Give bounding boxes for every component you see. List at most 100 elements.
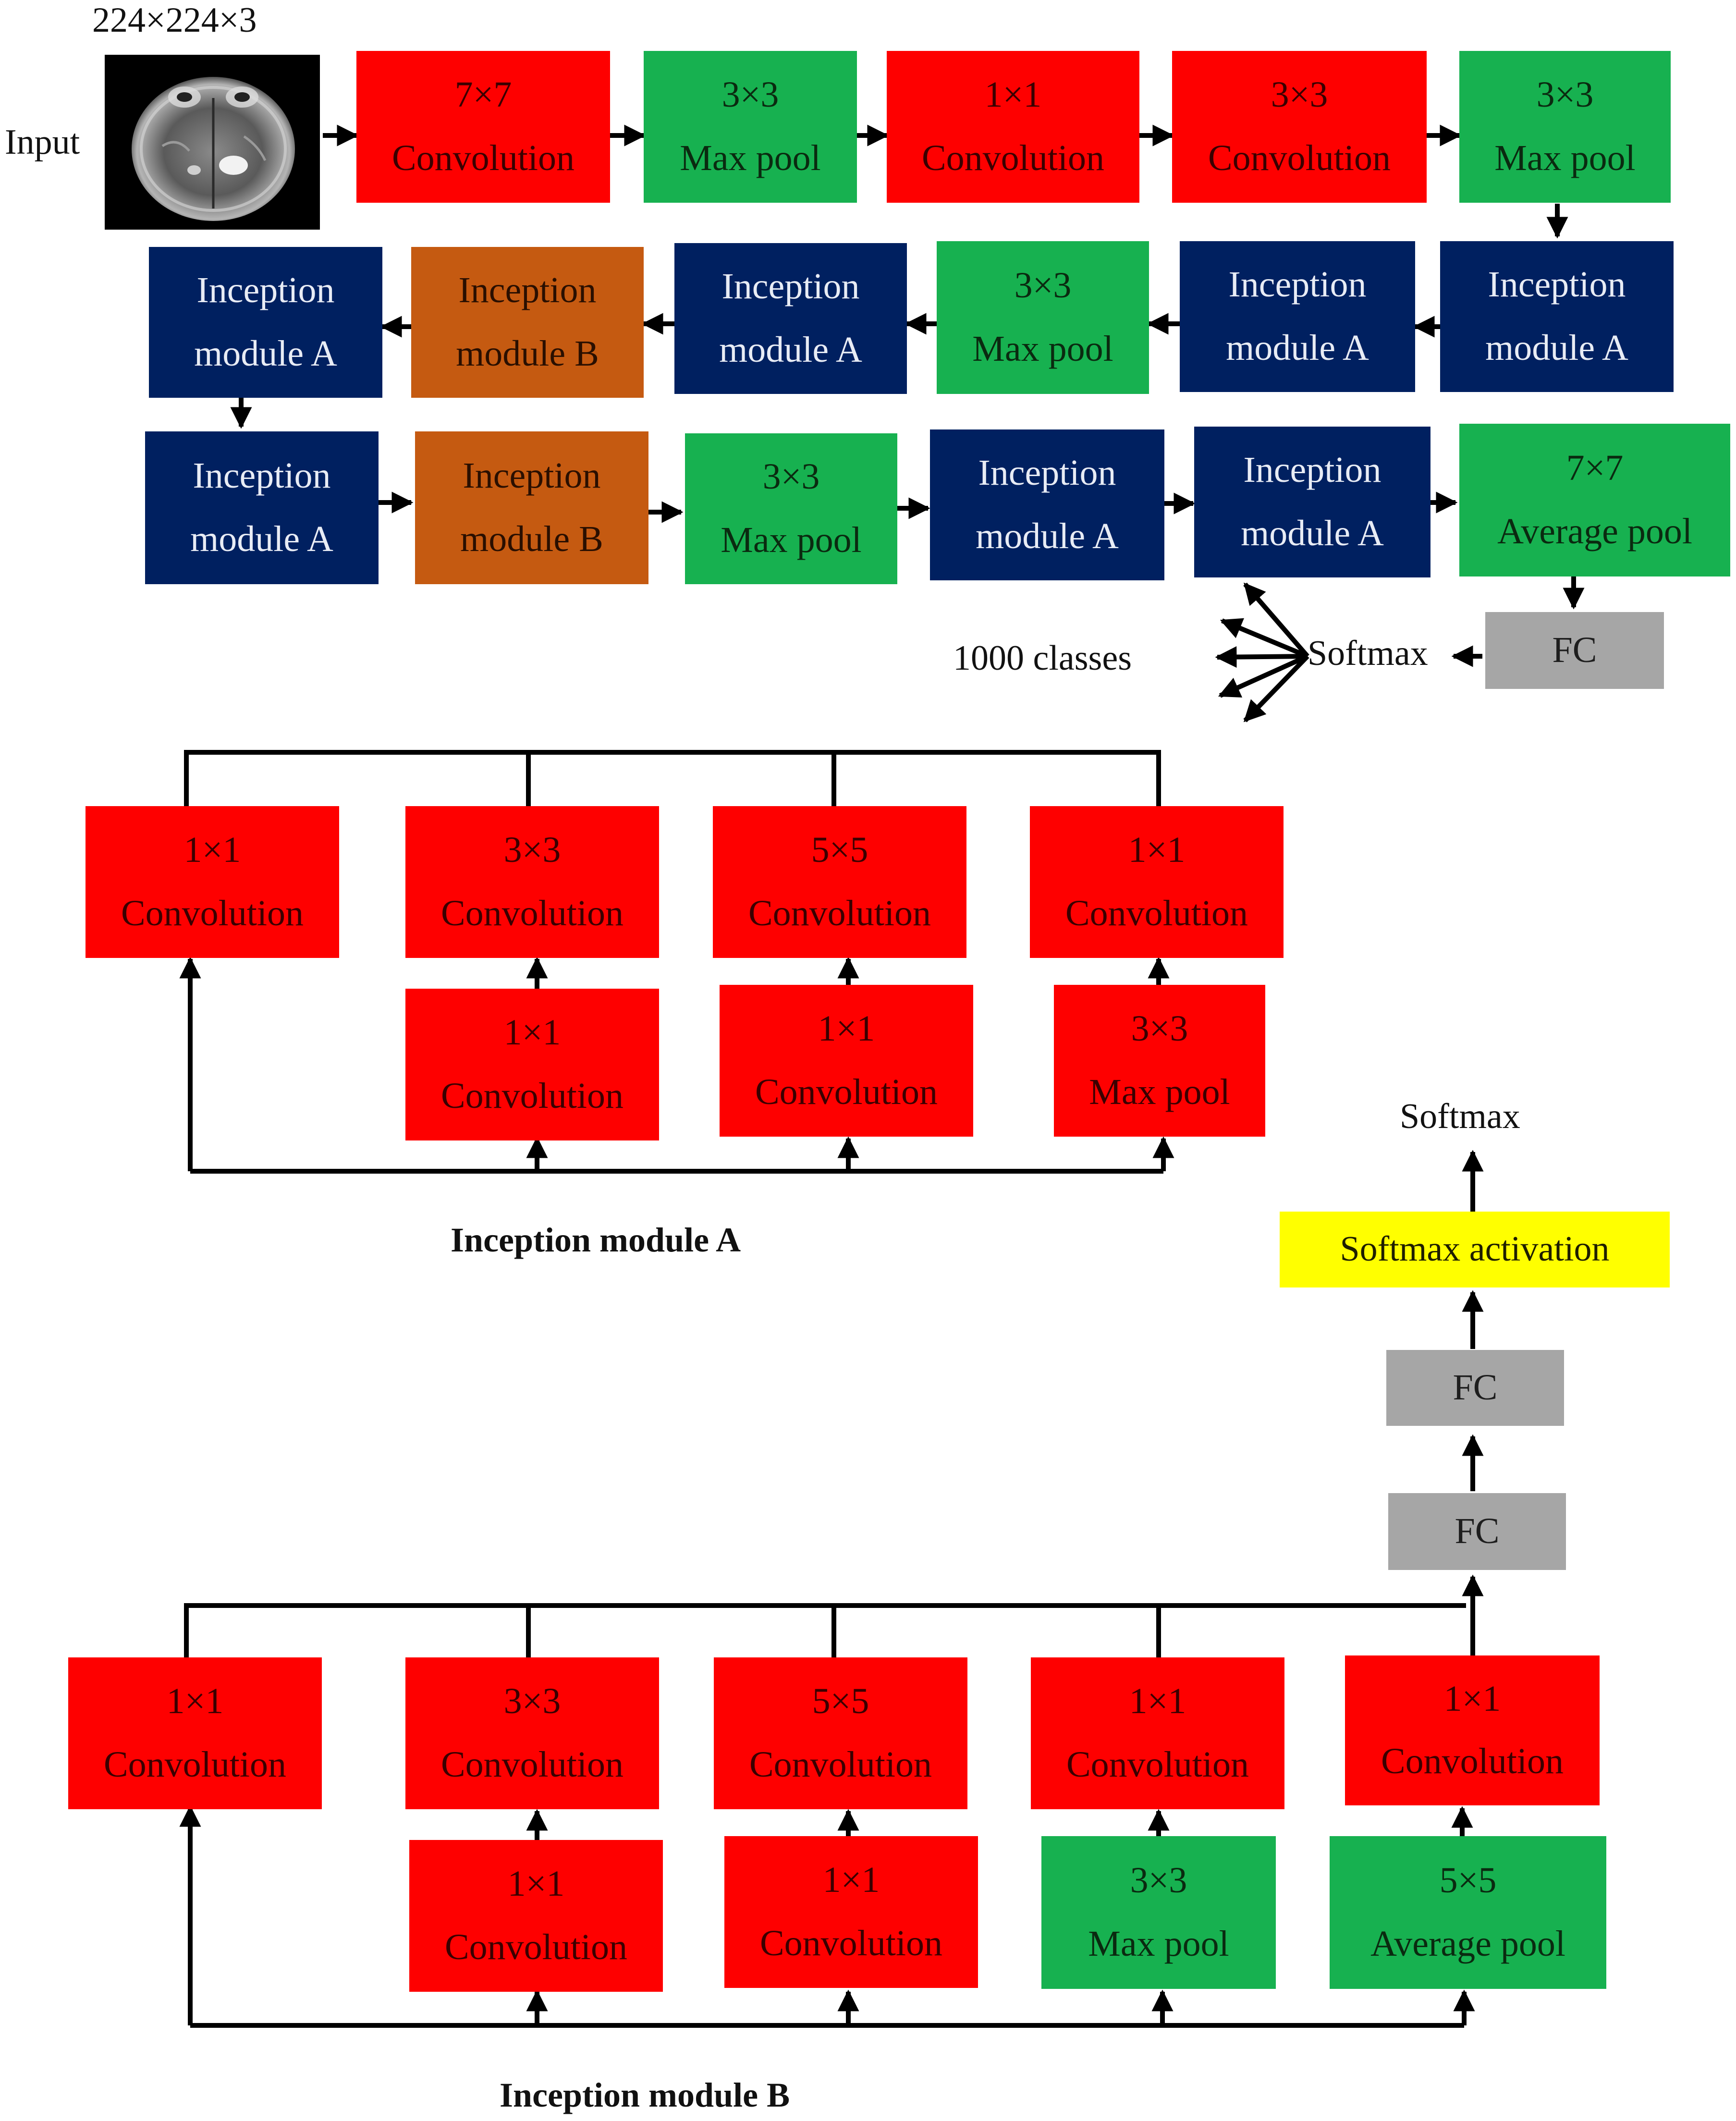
- maxpool-3x3-block: 3×3 Max pool: [1459, 51, 1671, 203]
- block-line1: 3×3: [762, 456, 820, 497]
- conv-1x1-block: 1×1 Convolution: [887, 51, 1139, 203]
- activation-label: Softmax activation: [1340, 1229, 1610, 1269]
- block-line2: Average pool: [1497, 511, 1692, 552]
- block-size: 3×3: [503, 830, 561, 870]
- maxpool-3x3-block: 3×3 Max pool: [644, 51, 857, 203]
- block-size: 3×3: [1131, 1008, 1188, 1049]
- module-a-conv1x1-block: 1×1 Convolution: [86, 806, 339, 958]
- maxpool-3x3-block: 3×3 Max pool: [685, 433, 897, 584]
- block-op: Max pool: [680, 138, 821, 179]
- block-op: Convolution: [440, 1744, 624, 1785]
- conv-7x7-block: 7×7 Convolution: [356, 51, 610, 203]
- block-line2: module B: [460, 519, 603, 560]
- inception-module-a-block: Inception module A: [145, 431, 379, 584]
- block-line2: module A: [719, 329, 862, 370]
- block-size: 1×1: [507, 1864, 565, 1904]
- block-line1: Inception: [1488, 264, 1626, 305]
- inception-module-a-block: Inception module A: [149, 247, 382, 398]
- module-b-conv1x1-avgpool-branch-block: 1×1 Convolution: [1345, 1655, 1600, 1805]
- block-line1: Inception: [721, 266, 860, 307]
- module-b-conv1x1-block: 1×1 Convolution: [68, 1657, 322, 1809]
- block-size: 3×3: [721, 74, 779, 115]
- inception-module-a-block: Inception module A: [930, 429, 1164, 580]
- module-b-avgpool5x5-block: 5×5 Average pool: [1330, 1836, 1606, 1989]
- block-op: Convolution: [1066, 1744, 1249, 1785]
- block-size: 1×1: [166, 1681, 224, 1722]
- input-dimensions: 224×224×3: [92, 0, 257, 40]
- module-b-conv1x1-maxpool-branch-block: 1×1 Convolution: [1031, 1657, 1284, 1809]
- block-op: Max pool: [1089, 1072, 1230, 1113]
- block-size: 1×1: [984, 74, 1042, 115]
- block-op: Convolution: [1381, 1741, 1564, 1782]
- module-b-conv1x1-reduce-block: 1×1 Convolution: [409, 1840, 663, 1992]
- module-b-top-bus: [184, 1603, 1466, 1658]
- block-line2: module A: [1241, 513, 1384, 553]
- block-line1: Inception: [978, 453, 1116, 493]
- block-size: 1×1: [1128, 830, 1186, 870]
- output-softmax-label: Softmax: [1400, 1097, 1520, 1136]
- inception-module-a-block: Inception module A: [1180, 241, 1415, 392]
- block-size: 1×1: [818, 1008, 875, 1049]
- module-b-conv5x5-block: 5×5 Convolution: [714, 1657, 967, 1809]
- block-op: Convolution: [391, 138, 575, 179]
- block-size: 1×1: [822, 1860, 880, 1900]
- block-size: 3×3: [1271, 74, 1328, 115]
- module-a-conv1x1-reduce-block: 1×1 Convolution: [720, 985, 973, 1137]
- conv-3x3-block: 3×3 Convolution: [1172, 51, 1427, 203]
- block-size: 3×3: [1536, 74, 1594, 115]
- block-line1: Inception: [1243, 450, 1381, 490]
- fc-label: FC: [1552, 630, 1597, 671]
- block-op: Convolution: [440, 893, 624, 934]
- block-op: Convolution: [440, 1076, 624, 1116]
- input-label: Input: [5, 123, 80, 162]
- block-line2: module B: [456, 333, 599, 374]
- softmax-activation-block: Softmax activation: [1280, 1212, 1670, 1287]
- block-line1: 7×7: [1566, 447, 1624, 488]
- softmax-fan-arrow: [1243, 582, 1309, 658]
- module-a-top-bus: [184, 750, 1161, 807]
- module-b-maxpool3x3-block: 3×3 Max pool: [1041, 1836, 1276, 1989]
- block-op: Convolution: [749, 1744, 932, 1785]
- block-op: Max pool: [1088, 1924, 1229, 1964]
- inception-module-a-block: Inception module A: [1194, 427, 1430, 577]
- block-op: Convolution: [103, 1744, 287, 1785]
- avgpool-7x7-block: 7×7 Average pool: [1459, 424, 1730, 576]
- block-size: 5×5: [1439, 1860, 1497, 1900]
- block-line1: Inception: [1228, 264, 1367, 305]
- block-line1: Inception: [463, 455, 601, 496]
- block-size: 1×1: [183, 830, 241, 870]
- block-size: 1×1: [1443, 1678, 1501, 1719]
- block-op: Convolution: [1208, 138, 1391, 179]
- block-size: 5×5: [811, 830, 868, 870]
- module-a-conv3x3-block: 3×3 Convolution: [405, 806, 659, 958]
- mri-brain-scan-image: [105, 55, 320, 230]
- block-size: 5×5: [812, 1681, 869, 1722]
- block-line1: Inception: [458, 270, 597, 311]
- fc-block: FC: [1485, 612, 1664, 689]
- block-size: 1×1: [1129, 1681, 1186, 1722]
- block-op: Max pool: [1494, 138, 1636, 179]
- block-op: Convolution: [759, 1923, 943, 1964]
- block-line1: 3×3: [1014, 265, 1072, 306]
- block-size: 1×1: [503, 1012, 561, 1053]
- block-op: Convolution: [755, 1072, 938, 1113]
- module-a-conv1x1-pool-branch-block: 1×1 Convolution: [1030, 806, 1284, 958]
- block-op: Convolution: [444, 1927, 628, 1968]
- module-a-conv1x1-reduce-block: 1×1 Convolution: [405, 989, 659, 1140]
- maxpool-3x3-block: 3×3 Max pool: [937, 241, 1149, 394]
- block-op: Convolution: [121, 893, 304, 934]
- block-line1: Inception: [196, 270, 335, 311]
- block-line2: module A: [194, 333, 337, 374]
- brain-scan-icon: [132, 77, 295, 221]
- block-line2: Max pool: [972, 329, 1113, 369]
- softmax-fan-arrow: [1215, 646, 1308, 668]
- softmax-fan-arrow: [1218, 654, 1309, 698]
- block-op: Average pool: [1370, 1924, 1565, 1964]
- fc-block: FC: [1388, 1493, 1566, 1570]
- block-op: Convolution: [748, 893, 931, 934]
- inception-module-a-block: Inception module A: [1440, 241, 1674, 392]
- softmax-label: Softmax: [1308, 634, 1428, 673]
- inception-module-b-block: Inception module B: [411, 247, 644, 398]
